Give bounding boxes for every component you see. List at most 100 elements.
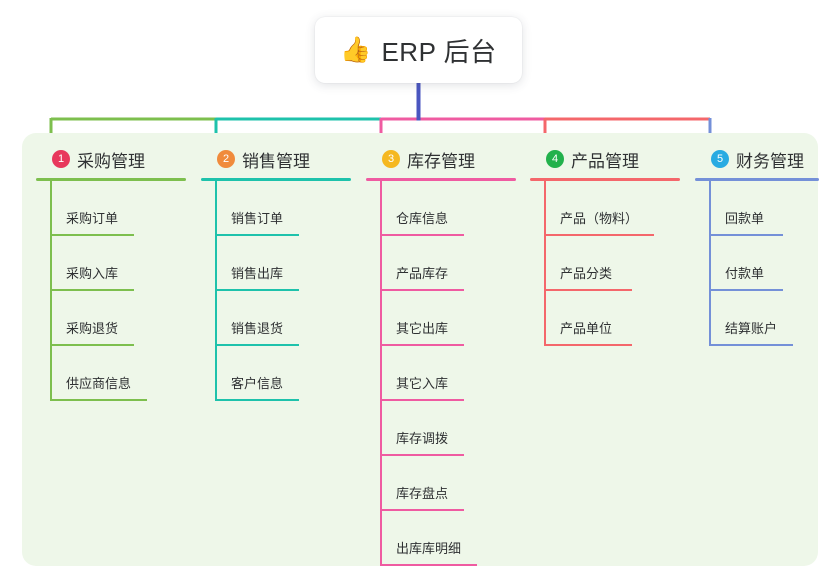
branch-header-rule [201, 178, 351, 181]
branch-item-label: 客户信息 [231, 376, 284, 391]
branch-item-rule [50, 234, 134, 236]
branch-items: 产品（物料） 产品分类产品单位 [530, 181, 680, 346]
branch-item-label: 销售出库 [231, 266, 284, 281]
branch-item[interactable]: 仓库信息 [366, 181, 516, 236]
branch-spine [215, 181, 217, 401]
branch-item[interactable]: 销售出库 [201, 236, 351, 291]
branch-item-rule [709, 344, 793, 346]
root-node[interactable]: 👍 ERP 后台 [315, 17, 522, 83]
branch-item-label: 销售订单 [231, 211, 284, 226]
branch-header-2[interactable]: 2 销售管理 [201, 146, 351, 172]
branch-number-badge: 3 [382, 150, 400, 168]
branch-item-label: 采购退货 [66, 321, 119, 336]
thumbs-up-icon: 👍 [340, 35, 372, 64]
branch-number-badge: 4 [546, 150, 564, 168]
branch-item[interactable]: 其它出库 [366, 291, 516, 346]
branch-item[interactable]: 销售订单 [201, 181, 351, 236]
branch-spine [709, 181, 711, 346]
branch-items: 销售订单销售出库销售退货客户信息 [201, 181, 351, 401]
branch-spine [50, 181, 52, 401]
branch-item[interactable]: 产品库存 [366, 236, 516, 291]
branch-item-label: 产品库存 [396, 266, 449, 281]
branch-item[interactable]: 采购订单 [36, 181, 186, 236]
branch-item-rule [215, 234, 299, 236]
branch-item-label: 采购入库 [66, 266, 119, 281]
branch-item[interactable]: 其它入库 [366, 346, 516, 401]
branch-item-label: 回款单 [725, 211, 765, 226]
branch-item[interactable]: 出库库明细 [366, 511, 516, 566]
branch-title: 销售管理 [242, 151, 310, 171]
branch-number-badge: 5 [711, 150, 729, 168]
branch-item-label: 库存调拨 [396, 431, 449, 446]
branch-items: 回款单付款单结算账户 [695, 181, 819, 346]
branch-item-label: 产品（物料） [560, 211, 639, 226]
branch-items: 仓库信息产品库存其它出库其它入库库存调拨库存盘点出库库明细 [366, 181, 516, 566]
branch-column-2: 2 销售管理销售订单销售出库销售退货客户信息 [201, 146, 351, 401]
branch-item-rule [380, 454, 464, 456]
branch-item-label: 付款单 [725, 266, 765, 281]
branch-spine [544, 181, 546, 346]
branch-item-label: 产品分类 [560, 266, 613, 281]
branch-item-rule [215, 344, 299, 346]
branch-item-label: 库存盘点 [396, 486, 449, 501]
branch-number-badge: 2 [217, 150, 235, 168]
branch-item[interactable]: 采购入库 [36, 236, 186, 291]
branch-item-rule [380, 344, 464, 346]
branch-item-rule [380, 399, 464, 401]
branch-item[interactable]: 产品单位 [530, 291, 680, 346]
branch-column-4: 4 产品管理产品（物料） 产品分类产品单位 [530, 146, 680, 346]
branch-header-rule [366, 178, 516, 181]
branch-item[interactable]: 产品（物料） [530, 181, 680, 236]
branch-item-label: 仓库信息 [396, 211, 449, 226]
branch-header-rule [695, 178, 819, 181]
branch-item-rule [50, 399, 147, 401]
branch-item-rule [380, 234, 464, 236]
branch-item-label: 产品单位 [560, 321, 613, 336]
branch-item-label: 销售退货 [231, 321, 284, 336]
branch-item[interactable]: 结算账户 [695, 291, 819, 346]
branch-header-4[interactable]: 4 产品管理 [530, 146, 680, 172]
branch-item[interactable]: 付款单 [695, 236, 819, 291]
branch-item-label: 其它入库 [396, 376, 449, 391]
branch-title: 库存管理 [407, 151, 475, 171]
branch-item-label: 结算账户 [725, 321, 778, 336]
branch-title: 财务管理 [736, 151, 804, 171]
branch-title: 产品管理 [571, 151, 639, 171]
branch-items: 采购订单采购入库采购退货供应商信息 [36, 181, 186, 401]
branch-item[interactable]: 产品分类 [530, 236, 680, 291]
branch-item[interactable]: 销售退货 [201, 291, 351, 346]
branch-header-rule [530, 178, 680, 181]
branch-column-1: 1 采购管理采购订单采购入库采购退货供应商信息 [36, 146, 186, 401]
branches-panel [22, 133, 818, 566]
branch-item-label: 其它出库 [396, 321, 449, 336]
branch-item-rule [50, 344, 134, 346]
branch-column-5: 5 财务管理回款单付款单结算账户 [695, 146, 819, 346]
branch-item-rule [380, 289, 464, 291]
branch-item-label: 供应商信息 [66, 376, 132, 391]
branch-item[interactable]: 供应商信息 [36, 346, 186, 401]
branch-number-badge: 1 [52, 150, 70, 168]
branch-item-label: 出库库明细 [396, 541, 462, 556]
branch-item[interactable]: 采购退货 [36, 291, 186, 346]
branch-header-1[interactable]: 1 采购管理 [36, 146, 186, 172]
branch-header-3[interactable]: 3 库存管理 [366, 146, 516, 172]
branch-spine [380, 181, 382, 566]
branch-item-rule [544, 289, 632, 291]
branch-header-5[interactable]: 5 财务管理 [695, 146, 819, 172]
branch-column-3: 3 库存管理仓库信息产品库存其它出库其它入库库存调拨库存盘点出库库明细 [366, 146, 516, 566]
branch-item-label: 采购订单 [66, 211, 119, 226]
branch-item[interactable]: 客户信息 [201, 346, 351, 401]
branch-item-rule [709, 234, 783, 236]
branch-item[interactable]: 回款单 [695, 181, 819, 236]
branch-item-rule [215, 289, 299, 291]
branch-item-rule [380, 509, 464, 511]
branch-title: 采购管理 [77, 151, 145, 171]
branch-item-rule [380, 564, 477, 566]
branch-item-rule [544, 344, 632, 346]
root-title: ERP 后台 [381, 36, 497, 67]
branch-item-rule [50, 289, 134, 291]
branch-item-rule [215, 399, 299, 401]
branch-item[interactable]: 库存盘点 [366, 456, 516, 511]
branch-item[interactable]: 库存调拨 [366, 401, 516, 456]
